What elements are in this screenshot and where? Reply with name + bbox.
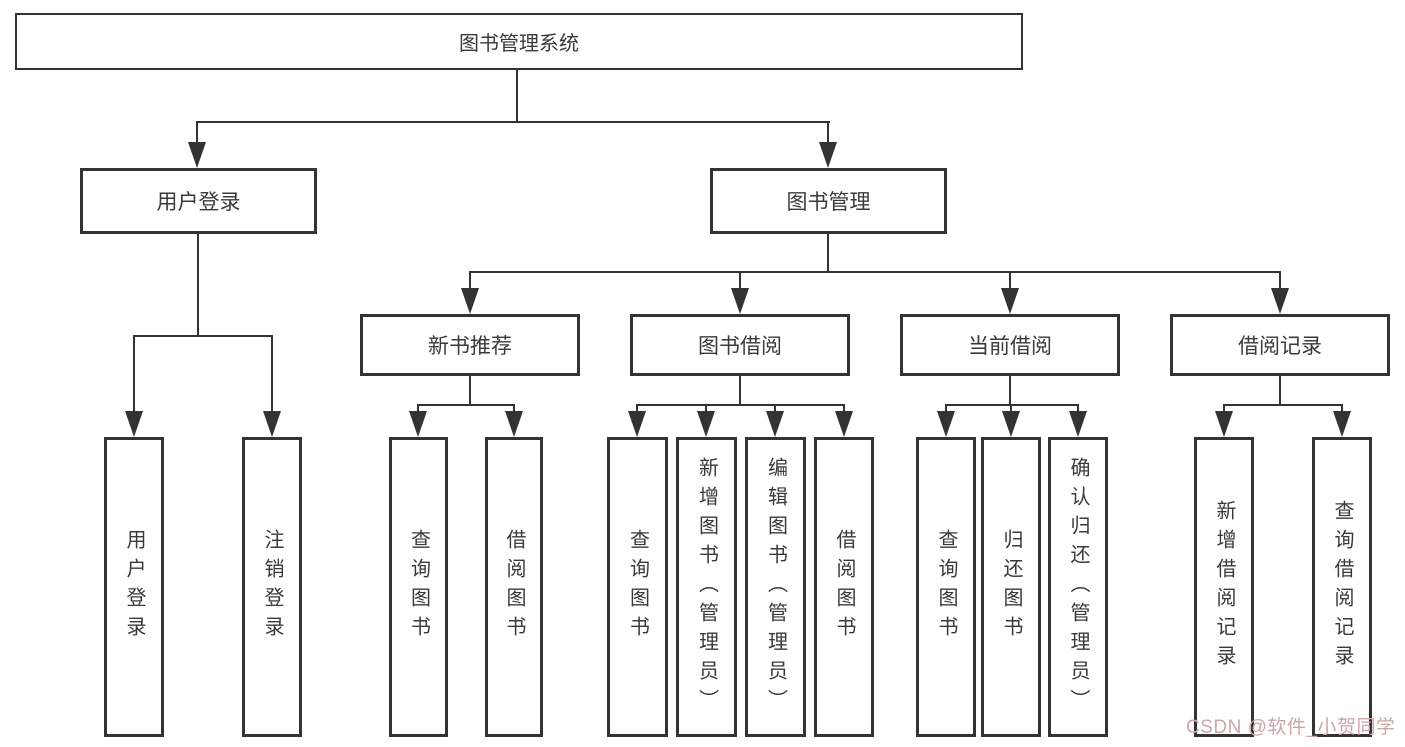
connector-line <box>1010 404 1012 416</box>
leaf-borrow-books-borrowing: 借阅图书 <box>814 437 874 737</box>
node-borrowing-records: 借阅记录 <box>1170 314 1390 376</box>
leaf-confirm-return-admin: 确认归还（管理员） <box>1048 437 1108 737</box>
connector-line <box>513 404 515 416</box>
arrow-down-icon <box>835 411 853 437</box>
leaf-borrow-books-recommend: 借阅图书 <box>485 437 543 737</box>
node-current-borrowing: 当前借阅 <box>900 314 1120 376</box>
connector-line <box>637 404 845 406</box>
connector-line <box>1077 404 1079 416</box>
leaf-user-login: 用户登录 <box>104 437 164 737</box>
arrow-down-icon <box>766 411 784 437</box>
arrow-down-icon <box>1069 411 1087 437</box>
leaf-edit-books-admin: 编辑图书（管理员） <box>745 437 806 737</box>
connector-line <box>516 70 518 123</box>
connector-line <box>196 121 198 146</box>
arrow-down-icon <box>188 142 206 168</box>
leaf-query-books-borrowing: 查询图书 <box>607 437 668 737</box>
connector-line <box>469 271 471 291</box>
connector-line <box>1009 376 1011 406</box>
node-new-book-recommendation: 新书推荐 <box>360 314 580 376</box>
leaf-add-borrow-record: 新增借阅记录 <box>1194 437 1254 737</box>
connector-line <box>705 404 707 416</box>
connector-line <box>197 121 830 123</box>
connector-line <box>271 335 273 413</box>
connector-line <box>1341 404 1343 416</box>
arrow-down-icon <box>1215 411 1233 437</box>
leaf-return-books: 归还图书 <box>981 437 1041 737</box>
connector-line <box>774 404 776 416</box>
connector-line <box>1279 376 1281 406</box>
arrow-down-icon <box>731 288 749 314</box>
arrow-down-icon <box>1001 288 1019 314</box>
leaf-add-books-admin: 新增图书（管理员） <box>676 437 737 737</box>
connector-line <box>417 404 419 416</box>
arrow-down-icon <box>1333 411 1351 437</box>
leaf-query-books-recommend: 查询图书 <box>389 437 448 737</box>
arrow-down-icon <box>697 411 715 437</box>
arrow-down-icon <box>628 411 646 437</box>
leaf-logout: 注销登录 <box>242 437 302 737</box>
connector-line <box>946 404 1079 406</box>
arrow-down-icon <box>409 411 427 437</box>
connector-line <box>469 376 471 406</box>
arrow-down-icon <box>1271 288 1289 314</box>
leaf-query-borrow-record: 查询借阅记录 <box>1312 437 1372 737</box>
connector-line <box>739 376 741 406</box>
arrow-down-icon <box>263 411 281 437</box>
node-user-login: 用户登录 <box>80 168 317 234</box>
connector-line <box>843 404 845 416</box>
node-book-management: 图书管理 <box>710 168 947 234</box>
connector-line <box>1224 404 1342 406</box>
arrow-down-icon <box>505 411 523 437</box>
leaf-query-books-current: 查询图书 <box>916 437 976 737</box>
connector-line <box>1279 271 1281 291</box>
arrow-down-icon <box>937 411 955 437</box>
arrow-down-icon <box>461 288 479 314</box>
connector-line <box>1223 404 1225 416</box>
arrow-down-icon <box>125 411 143 437</box>
connector-line <box>739 271 741 291</box>
arrow-down-icon <box>1002 411 1020 437</box>
connector-line <box>945 404 947 416</box>
watermark: CSDN @软件_小贺同学 <box>1186 717 1396 738</box>
connector-line <box>827 121 829 146</box>
connector-line <box>418 404 515 406</box>
connector-line <box>636 404 638 416</box>
connector-line <box>469 271 1281 273</box>
connector-line <box>133 335 135 413</box>
connector-line <box>827 234 829 273</box>
connector-line <box>197 234 199 337</box>
arrow-down-icon <box>819 142 837 168</box>
connector-line <box>1009 271 1011 291</box>
node-book-borrowing: 图书借阅 <box>630 314 850 376</box>
connector-line <box>133 335 273 337</box>
node-library-management-system: 图书管理系统 <box>15 13 1023 70</box>
